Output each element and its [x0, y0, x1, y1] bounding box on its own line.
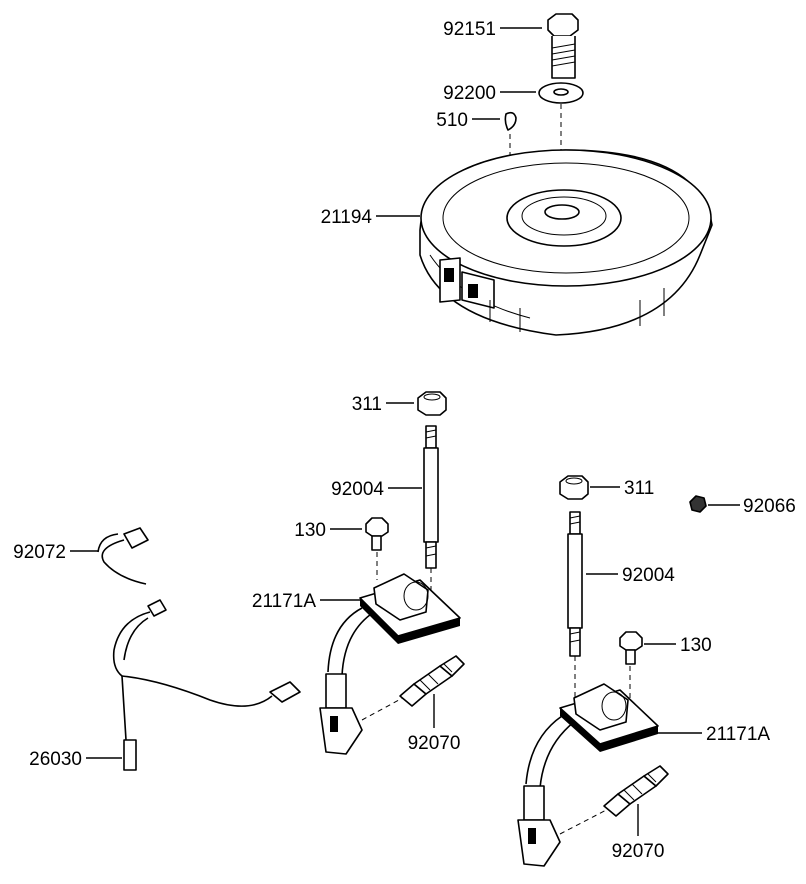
- label-130-left: 130: [294, 520, 326, 541]
- label-92070-left: 92070: [408, 733, 461, 754]
- label-311-left: 311: [352, 394, 382, 415]
- label-92151: 92151: [443, 19, 496, 40]
- label-92070-right: 92070: [612, 841, 665, 862]
- label-130-right: 130: [680, 635, 712, 656]
- label-311-right: 311: [624, 478, 654, 499]
- label-21194: 21194: [321, 207, 373, 228]
- stud-right: [567, 511, 583, 657]
- label-92004-left: 92004: [331, 479, 384, 500]
- spark-plug-left: [399, 655, 465, 707]
- nut-left: [417, 391, 447, 416]
- key: [504, 111, 517, 131]
- ignition-coil-right: [517, 683, 659, 867]
- small-part: [689, 495, 707, 513]
- label-510: 510: [436, 110, 468, 131]
- bolt-right: [619, 631, 643, 665]
- ignition-coil-left: [319, 573, 461, 755]
- nut-right: [559, 475, 589, 500]
- label-26030: 26030: [29, 749, 82, 770]
- spark-plug-right: [603, 765, 669, 817]
- washer: [538, 82, 584, 104]
- bolt-left: [365, 517, 389, 551]
- label-92066: 92066: [743, 496, 796, 517]
- label-21171A-left: 21171A: [252, 591, 316, 612]
- label-92072: 92072: [13, 542, 66, 563]
- stud-left: [423, 425, 439, 569]
- label-92004-right: 92004: [622, 565, 675, 586]
- flywheel: [419, 149, 713, 336]
- lead-wire: [112, 599, 301, 771]
- label-92200: 92200: [443, 83, 496, 104]
- label-21171A-right: 21171A: [706, 724, 770, 745]
- flywheel-bolt: [547, 13, 579, 79]
- wire-clip: [97, 527, 149, 585]
